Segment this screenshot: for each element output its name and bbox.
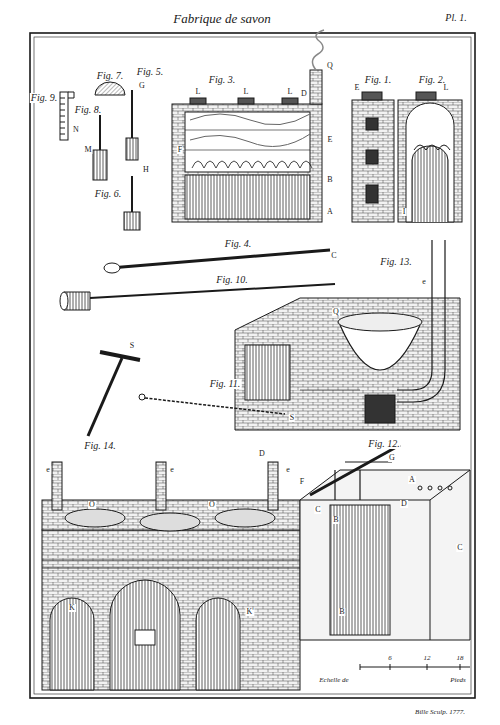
callout-letter: K	[68, 604, 76, 612]
callout-letter: M	[83, 146, 92, 154]
callout-letter: L	[443, 84, 450, 92]
callout-letter: C	[456, 544, 463, 552]
callout-letter: B	[332, 516, 339, 524]
plate-note: 6	[387, 655, 393, 662]
callout-letter: D	[258, 450, 266, 458]
plate-note: 12	[423, 655, 432, 662]
plate-note: Echelle de	[318, 677, 349, 684]
figure-label: Fig. 3.	[208, 75, 236, 85]
callout-letter: C	[330, 252, 337, 260]
figure-label: Fig. 13.	[379, 257, 412, 267]
callout-letter: C	[314, 506, 321, 514]
callout-letter: S	[289, 414, 295, 422]
plate-note: 18	[456, 655, 465, 662]
plate-title: Fabrique de savon	[172, 12, 271, 25]
figure-label: Fig. 12.	[367, 439, 400, 449]
figure-label: Fig. 5.	[136, 67, 164, 77]
callout-letter: A	[408, 476, 416, 484]
callout-letter: G	[138, 82, 146, 90]
callout-letter: O	[208, 501, 216, 509]
callout-letter: H	[142, 166, 150, 174]
figure-label: Pl. 1.	[444, 13, 467, 23]
callout-letter: G	[388, 454, 396, 462]
callout-letter: L	[195, 88, 202, 96]
callout-letter: D	[300, 90, 308, 98]
callout-letter: D	[400, 500, 408, 508]
figure-label: Fig. 9.	[30, 93, 58, 103]
callout-letter: E	[327, 136, 334, 144]
callout-letter: N	[72, 126, 80, 134]
callout-letter: L	[243, 88, 250, 96]
callout-letter: A	[326, 208, 334, 216]
callout-letter: Q	[326, 62, 334, 70]
callout-letter: e	[421, 278, 427, 286]
callout-letter: E	[354, 84, 361, 92]
callout-letter: B	[326, 176, 333, 184]
figure-label: Fig. 6.	[94, 189, 122, 199]
figure-label: Fig. 14.	[83, 441, 116, 451]
callout-letter: O	[88, 501, 96, 509]
callout-letter: B	[338, 608, 345, 616]
plate-note: Pieds	[449, 677, 467, 684]
callout-letter: F	[299, 478, 305, 486]
figure-label: Fig. 7.	[96, 71, 124, 81]
plate-note: Bille Sculp. 1777.	[414, 709, 466, 716]
figure-label: Fig. 10.	[215, 275, 248, 285]
figure-label: Fig. 4.	[224, 239, 252, 249]
figure-label: Fig. 11.	[209, 379, 242, 389]
callout-letter: F	[177, 146, 183, 154]
callout-letter: e	[285, 466, 291, 474]
callout-letter: e	[169, 466, 175, 474]
callout-letter: L	[287, 88, 294, 96]
callout-letter: Q	[332, 308, 340, 316]
figure-label: Fig. 1.	[364, 75, 392, 85]
callout-letter: K'	[245, 608, 254, 616]
figure-label: Fig. 8.	[74, 105, 102, 115]
callout-letter: e	[45, 466, 51, 474]
callout-letter: S	[129, 342, 135, 350]
callout-letter: I	[402, 208, 407, 216]
